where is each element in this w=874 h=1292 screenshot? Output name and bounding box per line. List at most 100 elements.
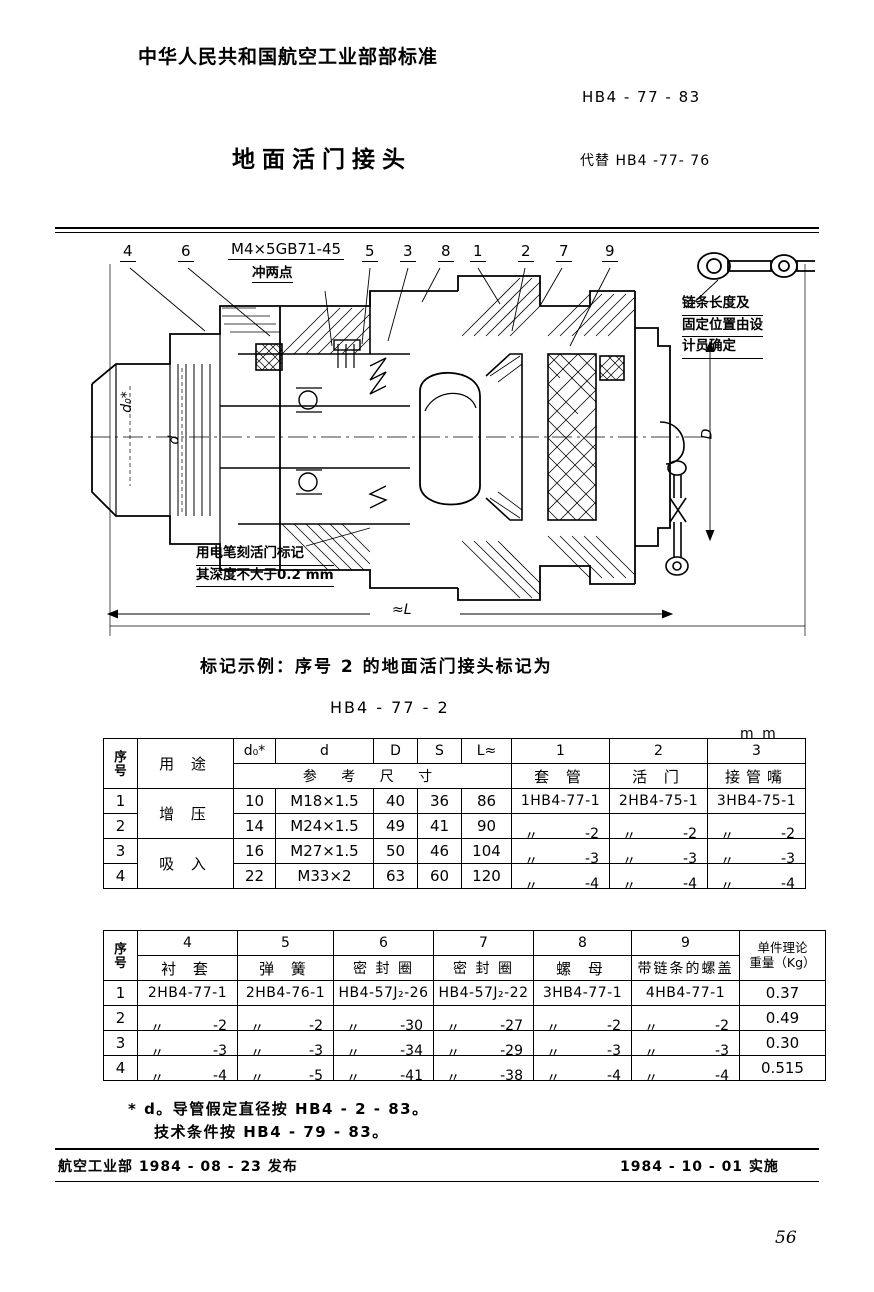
- t2-r3-sn: 3: [103, 1030, 138, 1056]
- t2-r3-p9: 〃-3: [631, 1030, 740, 1062]
- th-nozzle: 接管嘴: [707, 763, 806, 789]
- t1-r3-d0: 16: [233, 838, 276, 864]
- chain-note-line-3: 计员确定: [682, 337, 763, 359]
- th2-num-8: 8: [533, 930, 632, 956]
- t2-r3-wt: 0.30: [739, 1030, 826, 1056]
- effective-date: 1984 - 10 - 01 实施: [620, 1159, 779, 1175]
- t2-r1-p4: 2HB4-77-1: [137, 980, 238, 1006]
- dimension-d0: d₀*: [118, 391, 135, 413]
- th-L: L≈: [461, 738, 512, 764]
- dimensions-table: 序号 用 途 d₀* d D S L≈ 1 2 3 参 考 尺 寸 套 管 活 …: [103, 738, 806, 895]
- t1-r2-d: M24×1.5: [275, 813, 374, 839]
- t1-r2-S: 41: [417, 813, 462, 839]
- callout-6: 6: [178, 242, 194, 262]
- th-S: S: [417, 738, 462, 764]
- t2-r4-p8: 〃-4: [533, 1055, 632, 1087]
- th-num-2: 2: [609, 738, 708, 764]
- table-row: 3 吸 入 16 M27×1.5 50 46 104 〃-3 〃-3 〃-3: [103, 838, 806, 889]
- t1-r2-p3: 〃-2: [707, 813, 806, 845]
- th2-num-5: 5: [237, 930, 334, 956]
- th-num-3: 3: [707, 738, 806, 764]
- t2-r4-sn: 4: [103, 1055, 138, 1081]
- t1-r4-d0: 22: [233, 863, 276, 889]
- marking-example-code: HB4 - 77 - 2: [330, 698, 450, 717]
- callout-1: 1: [470, 242, 486, 262]
- ditto-mark: 〃: [346, 1071, 360, 1087]
- t2-r4-wt: 0.515: [739, 1055, 826, 1081]
- t2-r1-wt: 0.37: [739, 980, 826, 1006]
- t1-r4-p2: 〃-4: [609, 863, 708, 895]
- t2-r1-p8: 3HB4-77-1: [533, 980, 632, 1006]
- callout-9: 9: [602, 242, 618, 262]
- t2-r3-p4: 〃-3: [137, 1030, 238, 1062]
- footer-divider-top: [55, 1148, 819, 1150]
- chain-length-note: 链条长度及 固定位置由设 计员确定: [682, 294, 763, 359]
- chain-note-line-1: 链条长度及: [682, 294, 763, 316]
- engrave-note-line-1: 用电笔刻活门标记: [196, 544, 334, 566]
- th2-cap-chain: 带链条的螺盖: [631, 955, 740, 981]
- t1-r3-D: 50: [373, 838, 418, 864]
- screw-punch-note: 冲两点: [252, 265, 293, 283]
- footer-divider-bottom: [55, 1181, 819, 1182]
- th2-weight: 单件理论 重量（Kg）: [739, 930, 826, 981]
- weight-header-line-1: 单件理论: [757, 940, 808, 956]
- dimension-L: ≈L: [392, 602, 412, 618]
- th2-serial: 序号: [103, 930, 138, 981]
- table-row: 1 2HB4-77-1 2HB4-76-1 HB4-57J₂-26 HB4-57…: [103, 980, 826, 1006]
- t1-r4-p1: 〃-4: [511, 863, 610, 895]
- standard-code: HB4 - 77 - 83: [582, 88, 701, 106]
- dimension-D: D: [699, 428, 716, 440]
- t2-r1-p7: HB4-57J₂-22: [433, 980, 534, 1006]
- th2-nut: 螺 母: [533, 955, 632, 981]
- engrave-note-line-2: 其深度不大于0.2 mm: [196, 566, 334, 588]
- t1-r2-p2: 〃-2: [609, 813, 708, 845]
- t1-r1-p3: 3HB4-75-1: [707, 788, 806, 814]
- callout-3: 3: [400, 242, 416, 262]
- ditto-mark: 〃: [524, 879, 538, 895]
- th-valve: 活 门: [609, 763, 708, 789]
- t1-r4-S: 60: [417, 863, 462, 889]
- parts-table: 序号 4 5 6 7 8 9 单件理论 重量（Kg） 衬 套 弹 簧 密 封 圈…: [103, 930, 826, 1087]
- th2-num-6: 6: [333, 930, 434, 956]
- t2-r3-p6: 〃-34: [333, 1030, 434, 1062]
- assembly-drawing-svg: [90, 252, 815, 636]
- t2-r2-p7: 〃-27: [433, 1005, 534, 1037]
- th2-seal-6: 密 封 圈: [333, 955, 434, 981]
- th2-num-7: 7: [433, 930, 534, 956]
- ditto-mark: 〃: [150, 1071, 164, 1087]
- weight-header-line-2: 重量（Kg）: [749, 954, 816, 970]
- t1-r2-p1: 〃-2: [511, 813, 610, 845]
- t1-r4-D: 63: [373, 863, 418, 889]
- th-num-1: 1: [511, 738, 610, 764]
- ditto-mark: 〃: [250, 1071, 264, 1087]
- table-row: 4 〃-4 〃-5 〃-41 〃-38 〃-4 〃-4 0.515: [103, 1055, 826, 1087]
- callout-2: 2: [518, 242, 534, 262]
- assembly-drawing: 4 6 M4×5GB71-45 5 3 8 1 2 7 9 冲两点 链条长度及 …: [70, 236, 815, 636]
- th2-spring: 弹 簧: [237, 955, 334, 981]
- page-title: 地面活门接头: [232, 147, 412, 173]
- callout-screw-spec: M4×5GB71-45: [228, 240, 345, 260]
- t2-r4-p5: 〃-5: [237, 1055, 334, 1087]
- th-use: 用 途: [137, 738, 234, 789]
- t1-r1-d: M18×1.5: [275, 788, 374, 814]
- t2-r2-p8: 〃-2: [533, 1005, 632, 1037]
- header-divider-thin: [55, 232, 819, 233]
- t1-r2-L: 90: [461, 813, 512, 839]
- t2-r2-sn: 2: [103, 1005, 138, 1031]
- replaces-note: 代替 HB4 -77- 76: [580, 153, 711, 169]
- th2-num-9: 9: [631, 930, 740, 956]
- ditto-mark: 〃: [546, 1071, 560, 1087]
- table-header-row-1: 序号 4 5 6 7 8 9 单件理论 重量（Kg）: [103, 930, 826, 981]
- t2-r1-p9: 4HB4-77-1: [631, 980, 740, 1006]
- t1-use-boost: 增 压: [137, 788, 234, 839]
- t2-r4-p7: 〃-38: [433, 1055, 534, 1087]
- table-header-row-1: 序号 用 途 d₀* d D S L≈ 1 2 3: [103, 738, 806, 789]
- marking-example-text: 标记示例：序号 2 的地面活门接头标记为: [200, 657, 553, 677]
- t1-r1-p1: 1HB4-77-1: [511, 788, 610, 814]
- t2-r4-p4: 〃-4: [137, 1055, 238, 1087]
- t1-r3-L: 104: [461, 838, 512, 864]
- engrave-note: 用电笔刻活门标记 其深度不大于0.2 mm: [196, 544, 334, 588]
- callout-7: 7: [556, 242, 572, 262]
- ditto-mark: 〃: [720, 879, 734, 895]
